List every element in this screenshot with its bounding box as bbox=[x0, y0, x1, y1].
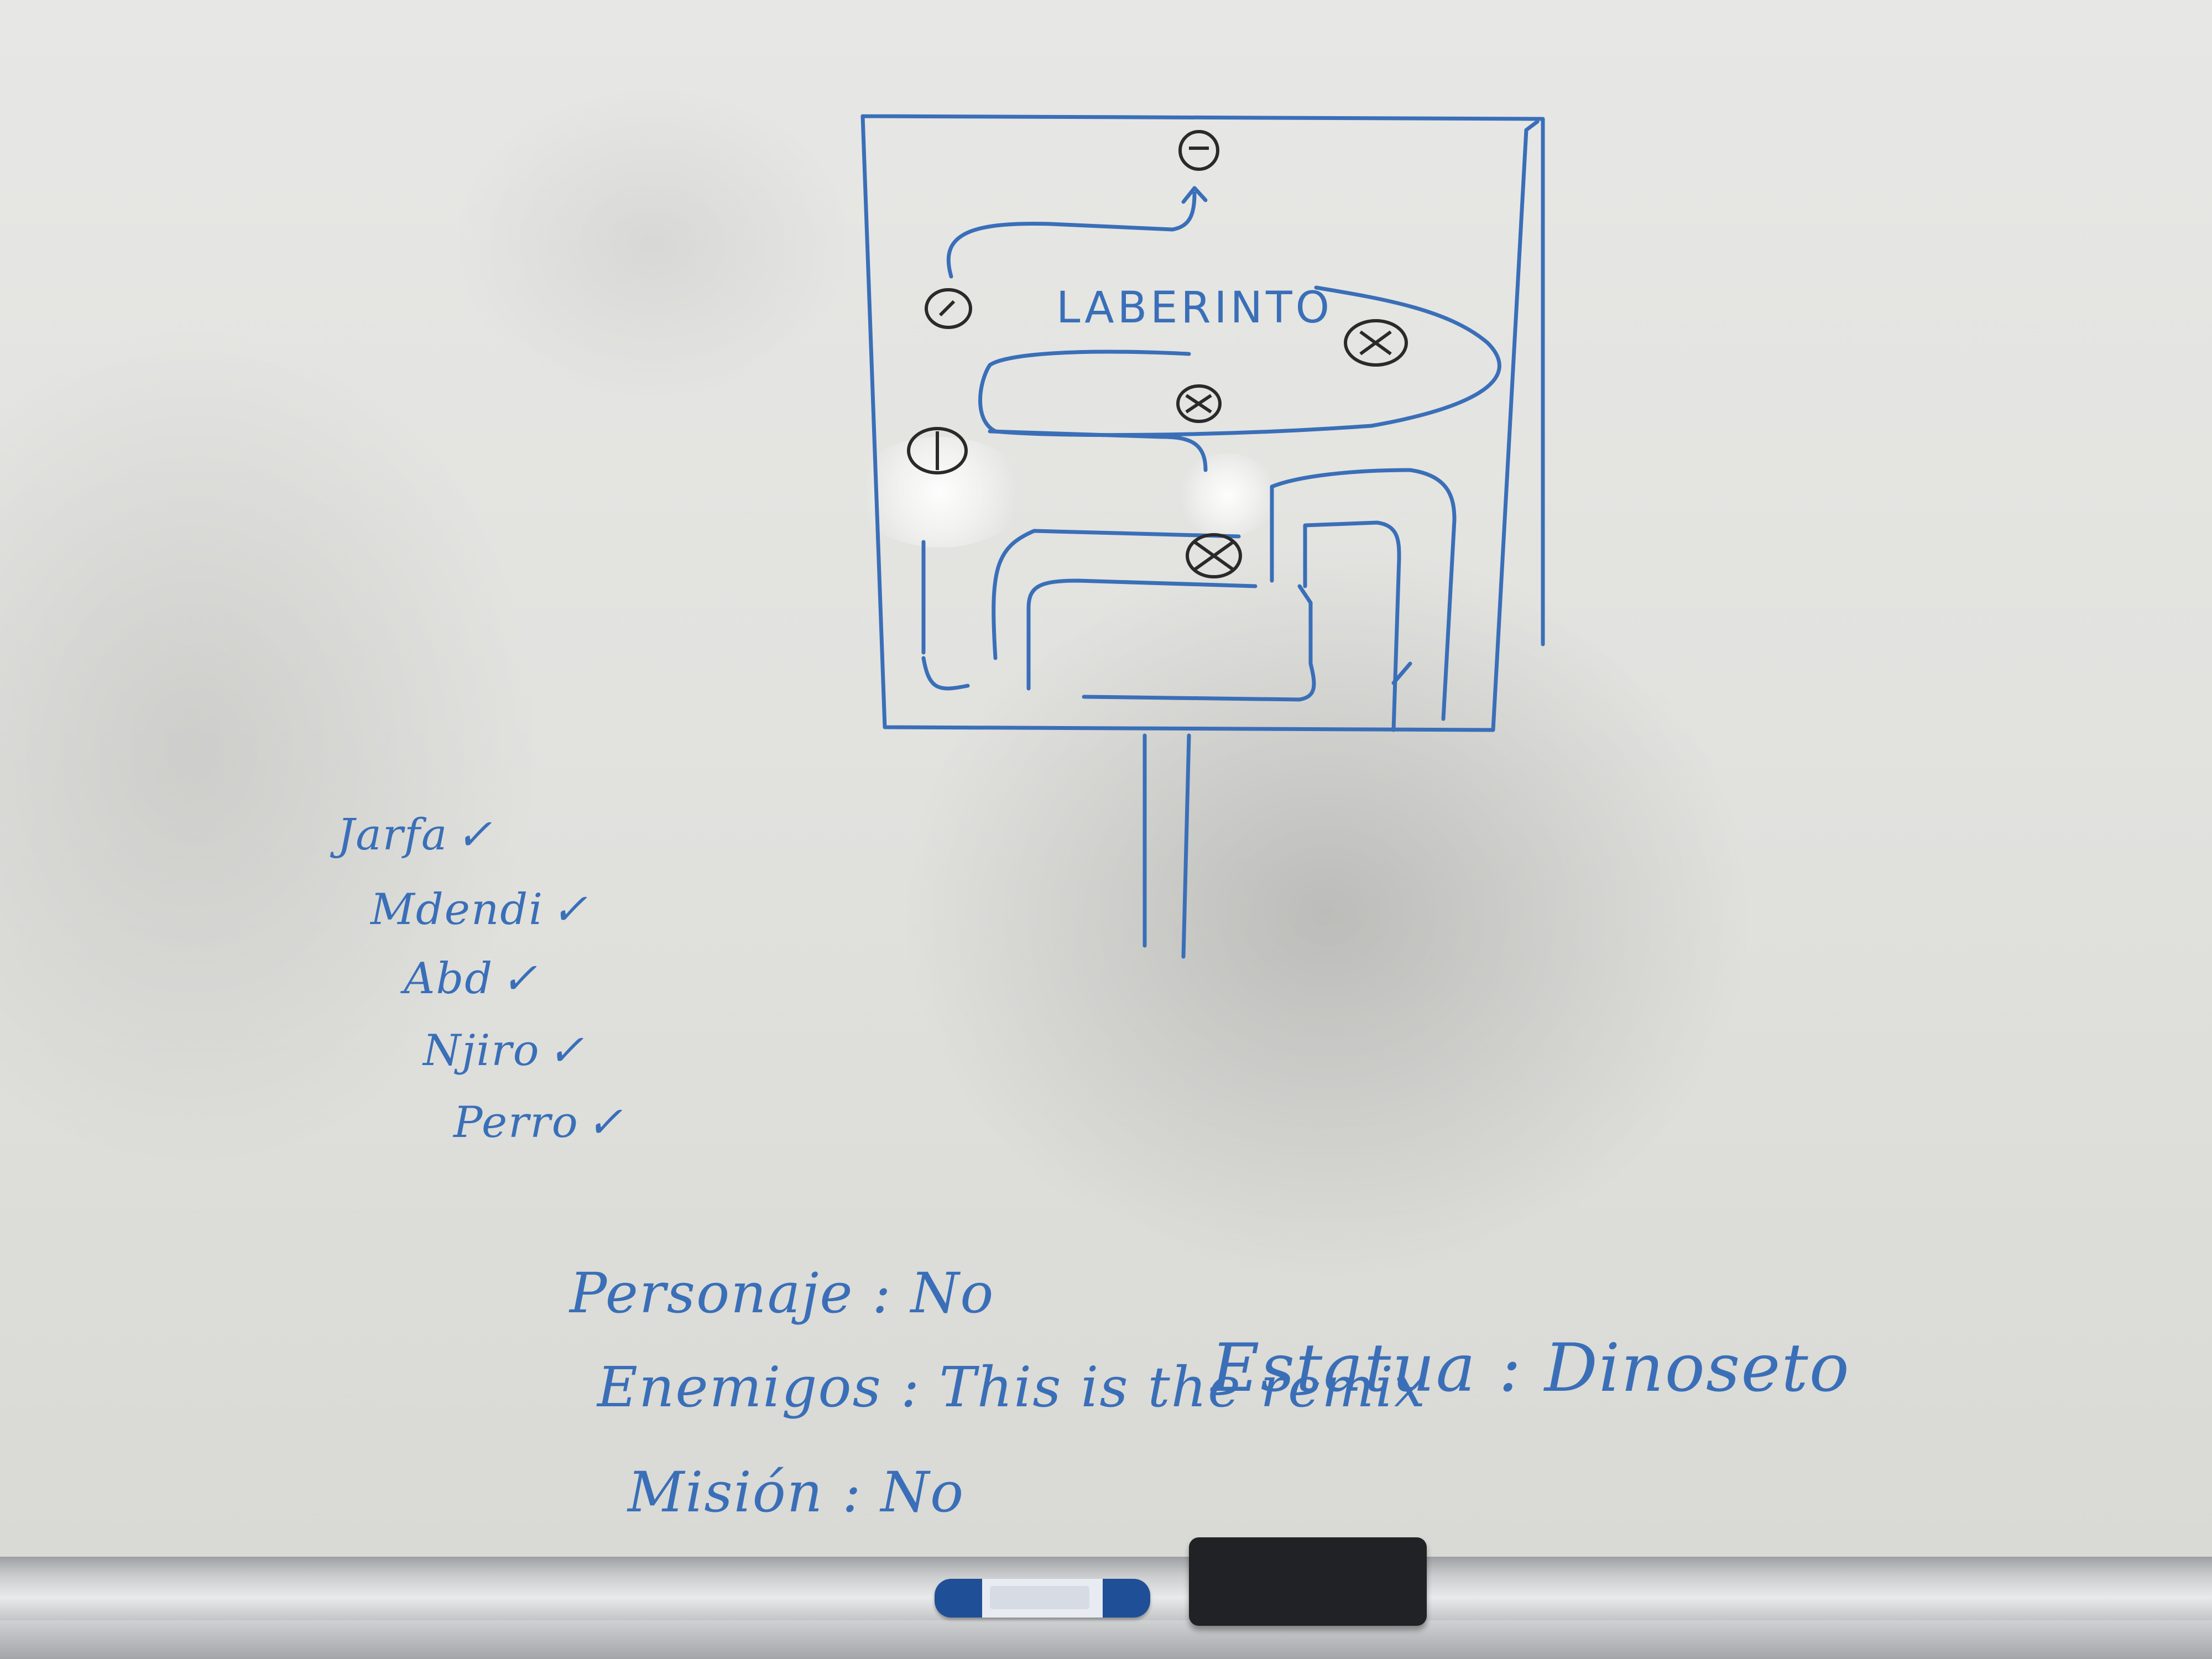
checklist-item: Njiro✓ bbox=[423, 1026, 585, 1076]
light-glare bbox=[1178, 453, 1277, 536]
character-marker-4 bbox=[907, 427, 968, 474]
exit-circle bbox=[1178, 130, 1219, 171]
note-estatua: Estatua : Dinoseto bbox=[1211, 1330, 1850, 1407]
checklist-item: Mdendi✓ bbox=[371, 885, 588, 935]
checklist-label: Njiro bbox=[423, 1026, 540, 1076]
check-icon: ✓ bbox=[456, 810, 493, 860]
checklist-label: Perro bbox=[453, 1098, 579, 1147]
maze-wall bbox=[992, 529, 1241, 660]
maze-wall bbox=[1082, 584, 1316, 702]
check-icon: ✓ bbox=[586, 1098, 624, 1147]
check-icon: ✓ bbox=[551, 885, 589, 935]
tray-lip bbox=[0, 1620, 2212, 1659]
maze-wall bbox=[1026, 578, 1258, 691]
checklist-label: Mdendi bbox=[371, 885, 544, 935]
character-marker-2 bbox=[1344, 319, 1408, 367]
checklist-item: Abd✓ bbox=[404, 954, 539, 1004]
maze-wall bbox=[1391, 661, 1412, 685]
check-icon: ✓ bbox=[501, 954, 539, 1004]
maze-stand bbox=[1142, 733, 1191, 959]
character-marker-1 bbox=[925, 288, 972, 329]
maze-title: LABERINTO bbox=[1056, 283, 1333, 333]
light-glare bbox=[852, 437, 1029, 547]
maze-wall bbox=[1270, 468, 1457, 721]
maze-path-top bbox=[946, 191, 1197, 279]
check-icon: ✓ bbox=[547, 1026, 585, 1076]
checklist-item: Perro✓ bbox=[453, 1098, 624, 1147]
marker-label bbox=[990, 1586, 1089, 1609]
eraser bbox=[1189, 1537, 1427, 1626]
exit-arrow bbox=[1181, 186, 1208, 204]
whiteboard bbox=[0, 0, 2212, 1557]
character-marker-5 bbox=[1186, 533, 1242, 578]
note-enemigos: Enemigos : This is the remix bbox=[597, 1355, 1427, 1420]
note-personaje: Personaje : No bbox=[570, 1261, 995, 1326]
checklist-item: Jarfa✓ bbox=[337, 810, 493, 860]
character-marker-3 bbox=[1176, 384, 1222, 423]
checklist-label: Abd bbox=[404, 954, 494, 1004]
note-mision: Misión : No bbox=[628, 1460, 965, 1525]
maze-wall bbox=[988, 429, 1208, 472]
maze-path-loop bbox=[978, 285, 1501, 437]
checklist-label: Jarfa bbox=[337, 810, 448, 860]
maze-wall bbox=[1303, 520, 1401, 732]
maze-frame bbox=[860, 114, 1545, 732]
maze-wall bbox=[921, 540, 970, 691]
